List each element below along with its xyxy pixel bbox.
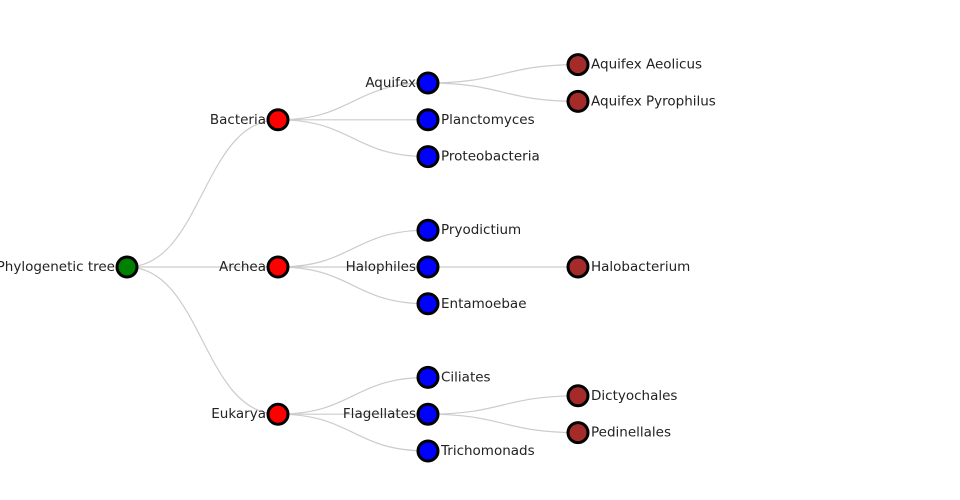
node-label: Ciliates <box>441 369 491 385</box>
node-circle[interactable] <box>416 71 440 95</box>
node-label: Bacteria <box>210 112 266 128</box>
node-label: Entamoebae <box>441 296 527 312</box>
tree-node[interactable]: Proteobacteria <box>416 145 540 169</box>
node-label: Flagellates <box>343 406 416 422</box>
node-label: Pryodictium <box>441 222 521 238</box>
tree-link <box>427 82 579 102</box>
tree-node[interactable]: Aquifex Pyrophilus <box>566 89 716 113</box>
tree-link <box>277 376 429 415</box>
node-circle[interactable] <box>566 53 590 77</box>
node-circle[interactable] <box>266 108 290 132</box>
node-label: Dictyochales <box>591 388 677 404</box>
node-circle[interactable] <box>566 255 590 279</box>
node-label: Archea <box>219 259 266 275</box>
tree-link <box>277 266 429 305</box>
node-circle[interactable] <box>416 255 440 279</box>
tree-link <box>126 119 279 268</box>
node-circle[interactable] <box>266 255 290 279</box>
tree-node[interactable]: Ciliates <box>416 365 491 389</box>
node-circle[interactable] <box>416 145 440 169</box>
tree-link <box>427 395 579 415</box>
tree-node[interactable]: Pryodictium <box>416 218 521 242</box>
tree-link <box>277 413 429 452</box>
tree-node[interactable]: Trichomonads <box>416 439 535 463</box>
tree-link <box>126 266 279 415</box>
tree-node[interactable]: Aquifex <box>365 71 440 95</box>
node-circle[interactable] <box>416 108 440 132</box>
node-circle[interactable] <box>566 89 590 113</box>
node-circle[interactable] <box>416 365 440 389</box>
node-label: Pedinellales <box>591 425 671 441</box>
tree-node[interactable]: Dictyochales <box>566 384 677 408</box>
tree-link <box>427 413 579 434</box>
node-circle[interactable] <box>266 402 290 426</box>
node-circle[interactable] <box>566 421 590 445</box>
tree-link <box>277 82 429 121</box>
node-label: Trichomonads <box>440 443 535 459</box>
node-label: Eukarya <box>211 406 266 422</box>
tree-link <box>427 64 579 84</box>
tree-node[interactable]: Archea <box>219 255 290 279</box>
node-label: Halophiles <box>346 259 416 275</box>
tree-link <box>277 119 429 158</box>
node-label: Phylogenetic tree <box>0 259 115 275</box>
links-layer <box>126 64 579 452</box>
tree-node[interactable]: Bacteria <box>210 108 290 132</box>
node-label: Aquifex Pyrophilus <box>591 93 716 109</box>
node-circle[interactable] <box>416 218 440 242</box>
node-circle[interactable] <box>416 292 440 316</box>
tree-link <box>277 229 429 268</box>
node-circle[interactable] <box>566 384 590 408</box>
tree-node[interactable]: Halophiles <box>346 255 440 279</box>
node-label: Proteobacteria <box>441 149 540 165</box>
node-label: Halobacterium <box>591 259 690 275</box>
node-circle[interactable] <box>115 255 139 279</box>
node-label: Aquifex <box>365 75 416 91</box>
tree-node[interactable]: Phylogenetic tree <box>0 255 139 279</box>
tree-node[interactable]: Eukarya <box>211 402 290 426</box>
tree-node[interactable]: Entamoebae <box>416 292 527 316</box>
tree-node[interactable]: Planctomyces <box>416 108 535 132</box>
tree-node[interactable]: Flagellates <box>343 402 440 426</box>
tree-node[interactable]: Halobacterium <box>566 255 690 279</box>
node-circle[interactable] <box>416 439 440 463</box>
tree-node[interactable]: Aquifex Aeolicus <box>566 53 702 77</box>
node-circle[interactable] <box>416 402 440 426</box>
node-label: Planctomyces <box>441 112 535 128</box>
tree-node[interactable]: Pedinellales <box>566 421 671 445</box>
node-label: Aquifex Aeolicus <box>591 57 702 73</box>
nodes-layer: Phylogenetic treeBacteriaAquifexAquifex … <box>0 53 716 463</box>
